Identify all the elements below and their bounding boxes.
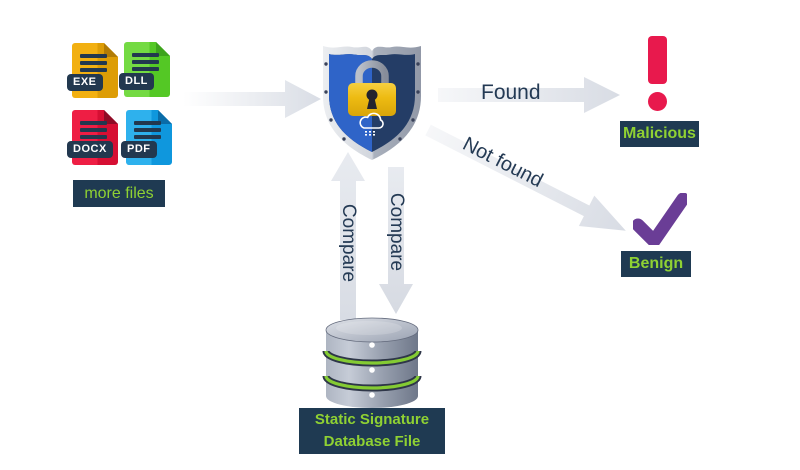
file-text-lines	[132, 53, 159, 74]
not-found-arrow-shape	[425, 124, 626, 231]
compare-down-label: Compare	[386, 192, 407, 272]
database-label-line2: Database File	[323, 433, 421, 450]
not-found-arrow: Not found	[419, 112, 637, 249]
exclamation-icon-bar	[648, 36, 667, 84]
found-label: Found	[481, 81, 541, 104]
benign-label: Benign	[621, 251, 691, 277]
database-icon	[322, 317, 422, 408]
shield-rivets	[324, 62, 420, 141]
compare-up-arrow	[331, 152, 365, 320]
file-icon-pdf: PDF	[121, 110, 172, 165]
compare-up-label: Compare	[338, 203, 359, 283]
file-text-lines	[80, 54, 107, 75]
found-arrow	[438, 77, 620, 113]
file-icon-docx: DOCX	[67, 110, 118, 165]
more-files-label: more files	[73, 180, 165, 207]
file-type-badge: DLL	[119, 73, 154, 90]
checkmark-icon	[633, 193, 687, 245]
file-text-lines	[134, 121, 161, 142]
file-icon-dll: DLL	[119, 42, 170, 97]
file-type-badge: DOCX	[67, 141, 113, 158]
shield-lock-scanner-icon	[323, 46, 421, 160]
file-text-lines	[80, 121, 107, 142]
compare-down-arrow	[379, 167, 413, 314]
file-type-badge: EXE	[67, 74, 103, 91]
cloud-data-icon	[359, 112, 384, 136]
database-label: Static Signature Database File	[299, 408, 445, 454]
file-type-badge: PDF	[121, 141, 157, 158]
exclamation-icon-dot	[648, 92, 667, 111]
file-icon-exe: EXE	[67, 43, 118, 98]
database-label-line1: Static Signature	[314, 411, 430, 429]
malicious-label: Malicious	[620, 121, 699, 147]
files-to-scanner-arrow	[183, 80, 321, 118]
padlock-icon	[348, 60, 396, 116]
